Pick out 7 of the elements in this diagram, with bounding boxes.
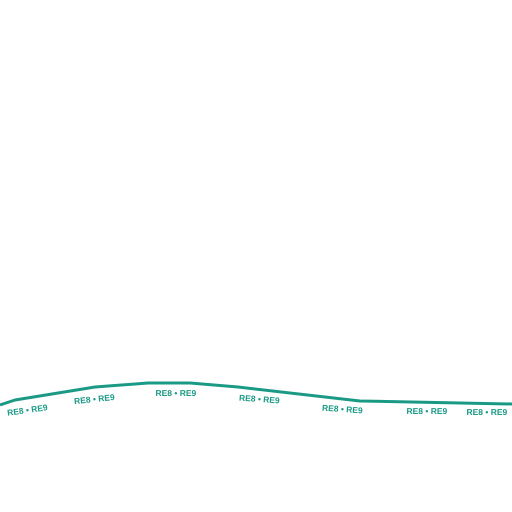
route-label: RE8 • RE9 [238, 392, 280, 406]
route-label: RE8 • RE9 [466, 407, 508, 417]
route-label: RE8 • RE9 [6, 402, 48, 418]
route-label: RE8 • RE9 [73, 392, 115, 406]
route-label: RE8 • RE9 [321, 402, 363, 416]
route-label: RE8 • RE9 [406, 406, 448, 416]
route-label: RE8 • RE9 [156, 388, 196, 398]
